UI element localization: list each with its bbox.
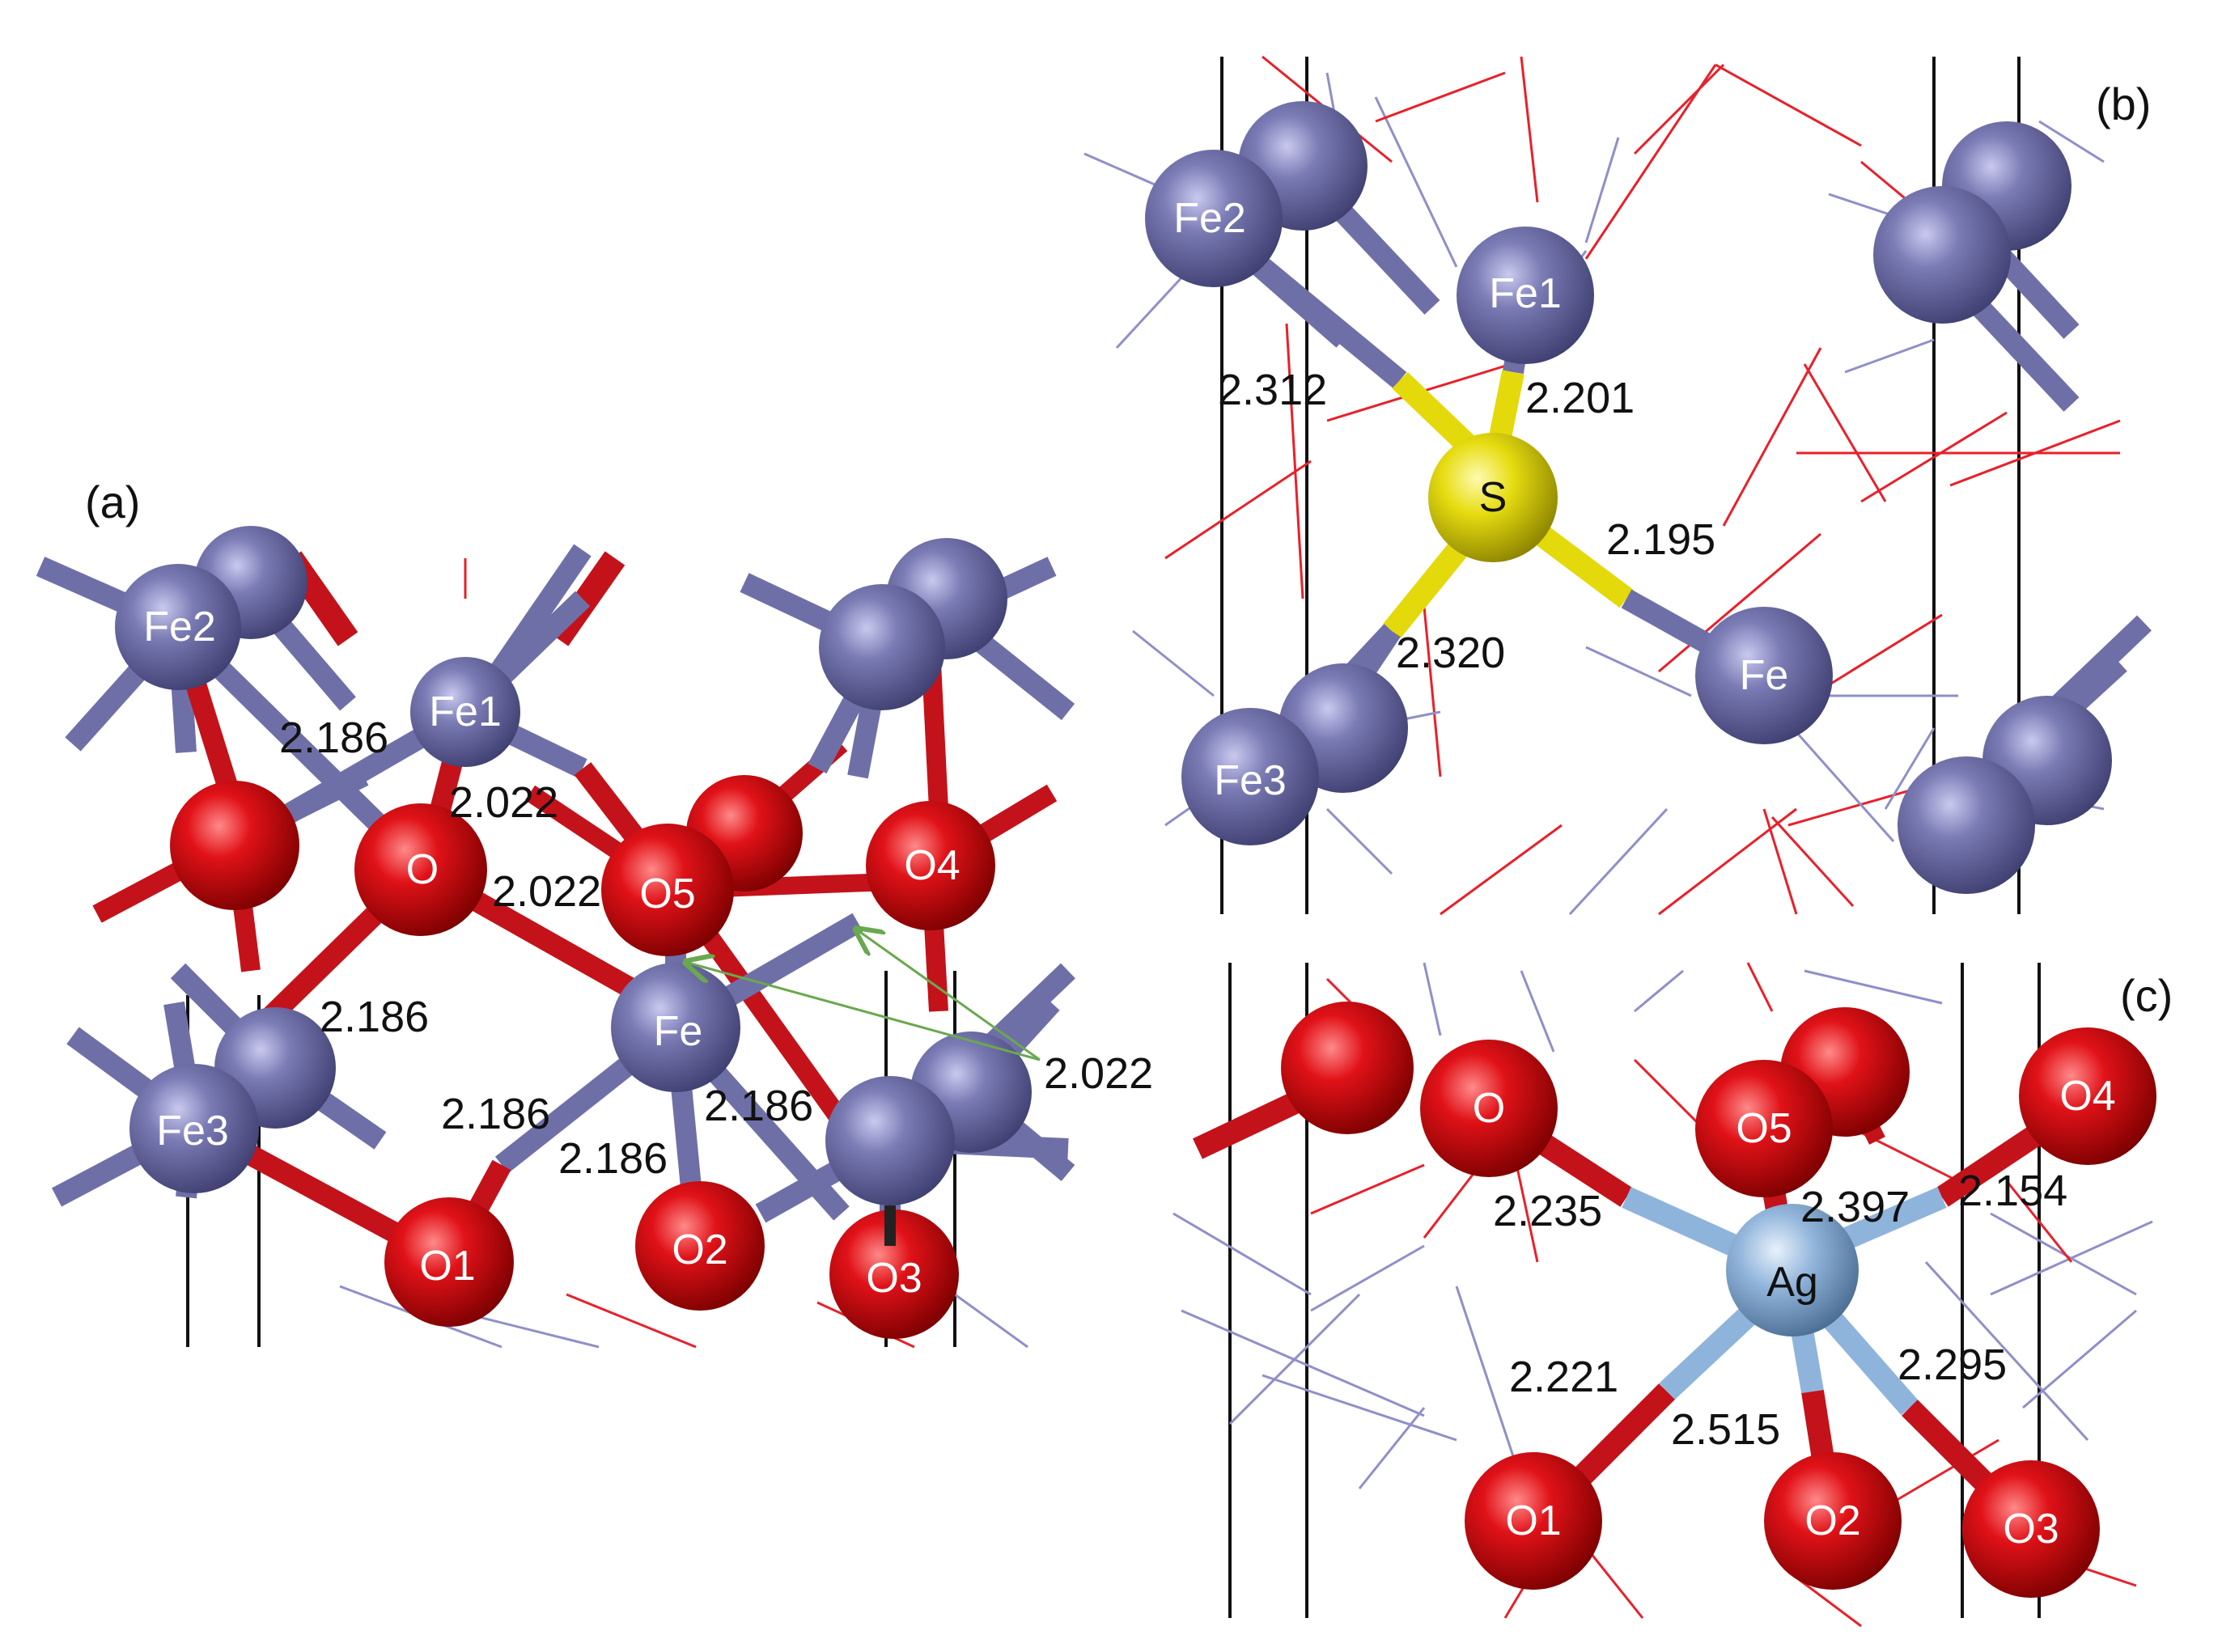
- panel-c-distances: 2.235 2.397 2.154 2.221 2.515 2.295: [1493, 1167, 2067, 1454]
- o4-atom: [866, 801, 995, 930]
- atom-label-o4: O4: [2059, 1073, 2115, 1120]
- o3-atom: [1962, 1460, 2100, 1598]
- fe-atom: [819, 584, 945, 710]
- fe3-atom: [129, 1064, 259, 1193]
- distance-label: 2.022: [1044, 1049, 1153, 1098]
- atom-label-fe3: Fe3: [156, 1108, 229, 1154]
- panel-c-label: (c): [2120, 970, 2173, 1021]
- distance-label: 2.312: [1218, 366, 1327, 414]
- distance-label: 2.186: [704, 1082, 813, 1130]
- distance-label: 2.022: [449, 778, 558, 827]
- atom-label-s: S: [1479, 474, 1508, 521]
- o-atom-back: [170, 781, 299, 910]
- distance-label: 2.221: [1509, 1353, 1618, 1401]
- atom-label-o: O: [1473, 1085, 1505, 1132]
- fe1-atom: [1457, 227, 1594, 364]
- ag-atom: [1726, 1204, 1859, 1336]
- atom-label-fe: Fe: [654, 1008, 703, 1055]
- atom-label-o5: O5: [1736, 1105, 1792, 1152]
- panel-a-arrows: [688, 930, 1041, 1061]
- o5-atom: [1695, 1060, 1833, 1197]
- atom-label-o2: O2: [672, 1226, 727, 1273]
- distance-label: 2.154: [1958, 1167, 2067, 1215]
- fe-atom: [825, 1076, 955, 1205]
- arrow-line: [688, 963, 1041, 1061]
- atom-label-o3: O3: [866, 1255, 922, 1302]
- o-atom: [1420, 1040, 1558, 1177]
- distance-label: 2.320: [1396, 629, 1505, 677]
- o-atom-back: [1281, 1002, 1414, 1134]
- fe2-atom: [1145, 150, 1283, 287]
- panel-c: (c): [1173, 962, 2173, 1628]
- panel-b: (b): [1083, 55, 2152, 916]
- distance-label: 2.186: [558, 1134, 668, 1183]
- panel-a-atom-labels: Fe2 Fe1 O O5 O4 Fe Fe3 O1 O2 O3: [143, 604, 960, 1302]
- atom-label-o4: O4: [904, 842, 960, 889]
- panel-c-atom-labels: O O5 O4 Ag O1 O2 O3: [1473, 1073, 2116, 1552]
- o4-atom: [2019, 1027, 2156, 1165]
- atom-label-fe3: Fe3: [1214, 757, 1287, 804]
- o1-atom: [384, 1197, 514, 1327]
- distance-label: 2.201: [1525, 374, 1635, 422]
- panel-b-label: (b): [2096, 78, 2151, 129]
- atom-label-ag: Ag: [1766, 1259, 1818, 1306]
- s-atom: [1428, 433, 1558, 562]
- atom-label-fe2: Fe2: [1173, 195, 1246, 242]
- panel-b-distances: 2.312 2.201 2.195 2.320: [1218, 366, 1715, 677]
- atom-label-o1: O1: [419, 1243, 475, 1290]
- atom-label-o3: O3: [2003, 1506, 2059, 1552]
- distance-label: 2.397: [1800, 1183, 1910, 1231]
- fe2-atom: [115, 564, 241, 690]
- fe-atom: [1873, 186, 2011, 324]
- panel-b-atom-labels: Fe2 Fe1 S Fe Fe3: [1173, 195, 1788, 804]
- atom-label-o1: O1: [1505, 1497, 1561, 1544]
- distance-label: 2.186: [320, 993, 429, 1041]
- panel-c-atoms: [1281, 1002, 2156, 1598]
- o2-atom: [635, 1181, 765, 1311]
- fe-center-atom: [611, 963, 740, 1092]
- atom-label-fe2: Fe2: [143, 604, 216, 650]
- panel-a-label: (a): [85, 477, 140, 527]
- distance-label: 2.235: [1493, 1187, 1602, 1235]
- o1-atom: [1465, 1452, 1602, 1590]
- atom-label-fe: Fe: [1740, 652, 1789, 699]
- distance-label: 2.515: [1671, 1405, 1780, 1454]
- distance-label: 2.022: [492, 867, 601, 916]
- distance-label: 2.295: [1898, 1341, 2007, 1389]
- fe3-atom: [1181, 708, 1319, 845]
- o-atom: [354, 803, 487, 936]
- o5-atom: [601, 824, 734, 956]
- fe-atom: [1695, 607, 1833, 744]
- panel-a-distances: 2.186 2.022 2.022 2.186 2.186 2.186 2.18…: [279, 714, 1153, 1183]
- atom-label-fe1: Fe1: [1489, 270, 1562, 317]
- panel-b-atoms: [1145, 101, 2112, 894]
- arrow-line: [858, 930, 1041, 1061]
- panel-a: (a): [36, 477, 1153, 1349]
- atom-label-o5: O5: [639, 870, 695, 917]
- distance-label: 2.186: [441, 1090, 550, 1138]
- o3-atom: [829, 1209, 959, 1339]
- distance-label: 2.195: [1606, 515, 1715, 564]
- fe1-atom: [410, 657, 520, 767]
- atom-label-o: O: [406, 846, 439, 893]
- o2-atom: [1764, 1452, 1902, 1590]
- fe-atom: [1898, 756, 2035, 894]
- distance-label: 2.186: [279, 714, 388, 762]
- atom-label-o2: O2: [1804, 1497, 1860, 1544]
- atom-label-fe1: Fe1: [429, 688, 502, 735]
- panel-a-atoms: [115, 526, 1032, 1339]
